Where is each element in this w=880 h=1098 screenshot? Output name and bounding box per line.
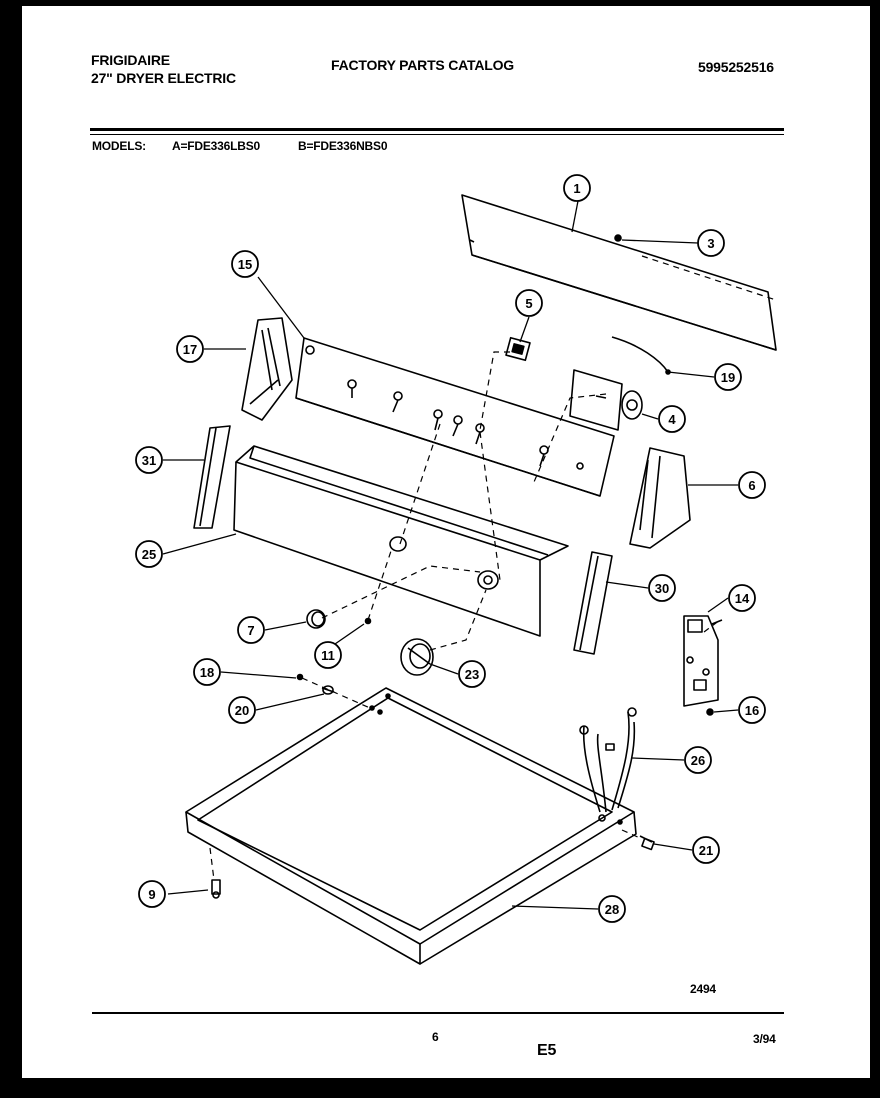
callout-25: 25 xyxy=(135,540,163,568)
svg-text:26: 26 xyxy=(691,753,705,768)
product-name: 27" DRYER ELECTRIC xyxy=(91,70,236,86)
svg-text:31: 31 xyxy=(142,453,156,468)
callout-9: 9 xyxy=(138,880,166,908)
callout-21: 21 xyxy=(692,836,720,864)
callout-6: 6 xyxy=(738,471,766,499)
callout-19: 19 xyxy=(714,363,742,391)
knob xyxy=(306,609,326,629)
left-trim xyxy=(193,425,231,529)
callout-14: 14 xyxy=(728,584,756,612)
header-rule-bottom xyxy=(90,134,784,135)
wire-lead xyxy=(611,336,671,375)
control-console xyxy=(233,445,569,637)
drawing-number: 2494 xyxy=(690,982,716,996)
callouts: 1 3 15 5 17 19 4 31 6 25 30 14 7 11 23 1… xyxy=(135,174,766,923)
svg-text:9: 9 xyxy=(148,887,155,902)
svg-text:14: 14 xyxy=(735,591,750,606)
screw-21 xyxy=(639,835,655,851)
clip xyxy=(321,685,335,695)
right-trim xyxy=(573,551,613,655)
right-end-cap xyxy=(629,447,691,549)
callout-23: 23 xyxy=(458,660,486,688)
svg-text:6: 6 xyxy=(748,478,755,493)
callout-7: 7 xyxy=(237,616,265,644)
svg-text:11: 11 xyxy=(321,648,335,663)
catalog-number: 5995252516 xyxy=(698,59,774,75)
exploded-parts-diagram: 1 3 15 5 17 19 4 31 6 25 30 14 7 11 23 1… xyxy=(135,174,777,965)
terminal-block xyxy=(683,615,723,707)
callout-26: 26 xyxy=(684,746,712,774)
callout-16: 16 xyxy=(738,696,766,724)
assembly-lines xyxy=(209,255,777,881)
svg-text:21: 21 xyxy=(699,843,713,858)
callout-5: 5 xyxy=(515,289,543,317)
svg-text:1: 1 xyxy=(573,181,580,196)
callout-18: 18 xyxy=(193,658,221,686)
svg-text:25: 25 xyxy=(142,547,156,562)
svg-text:4: 4 xyxy=(668,412,676,427)
models-label: MODELS: xyxy=(92,139,146,153)
brand-name: FRIGIDAIRE xyxy=(91,52,170,68)
svg-text:17: 17 xyxy=(183,342,197,357)
page-number: 6 xyxy=(432,1030,439,1044)
callout-20: 20 xyxy=(228,696,256,724)
section-code: E5 xyxy=(537,1042,557,1059)
catalog-title: FACTORY PARTS CATALOG xyxy=(331,57,514,73)
svg-text:28: 28 xyxy=(605,902,619,917)
svg-text:7: 7 xyxy=(247,623,254,638)
svg-text:19: 19 xyxy=(721,370,735,385)
leader-lines xyxy=(162,200,739,910)
revision-date: 3/94 xyxy=(753,1032,776,1046)
callout-28: 28 xyxy=(598,895,626,923)
footer-rule xyxy=(92,1012,784,1014)
wire-harness xyxy=(579,707,637,813)
svg-text:23: 23 xyxy=(465,667,479,682)
timer-knob xyxy=(400,638,434,676)
callout-3: 3 xyxy=(697,229,725,257)
svg-text:5: 5 xyxy=(525,296,532,311)
model-b: B=FDE336NBS0 xyxy=(298,139,388,153)
callout-31: 31 xyxy=(135,446,163,474)
screw-16 xyxy=(706,708,714,716)
rear-top-panel xyxy=(461,194,777,351)
left-end-cap xyxy=(241,317,293,421)
svg-text:20: 20 xyxy=(235,703,249,718)
model-a: A=FDE336LBS0 xyxy=(172,139,260,153)
callout-30: 30 xyxy=(648,574,676,602)
control-panel-plate xyxy=(295,337,615,497)
svg-text:30: 30 xyxy=(655,581,669,596)
timer xyxy=(569,369,643,431)
svg-text:18: 18 xyxy=(200,665,214,680)
clip-9 xyxy=(211,879,221,899)
callout-4: 4 xyxy=(658,405,686,433)
cabinet-top xyxy=(185,687,637,965)
callout-15: 15 xyxy=(231,250,259,278)
catalog-page: FRIGIDAIRE 27" DRYER ELECTRIC FACTORY PA… xyxy=(22,6,870,1078)
screw-18 xyxy=(296,673,304,681)
header-rule-top xyxy=(90,128,784,131)
selector-switch xyxy=(505,336,531,362)
callout-1: 1 xyxy=(563,174,591,202)
svg-text:15: 15 xyxy=(238,257,252,272)
callout-17: 17 xyxy=(176,335,204,363)
svg-text:16: 16 xyxy=(745,703,759,718)
svg-text:3: 3 xyxy=(707,236,714,251)
callout-11: 11 xyxy=(314,641,342,669)
